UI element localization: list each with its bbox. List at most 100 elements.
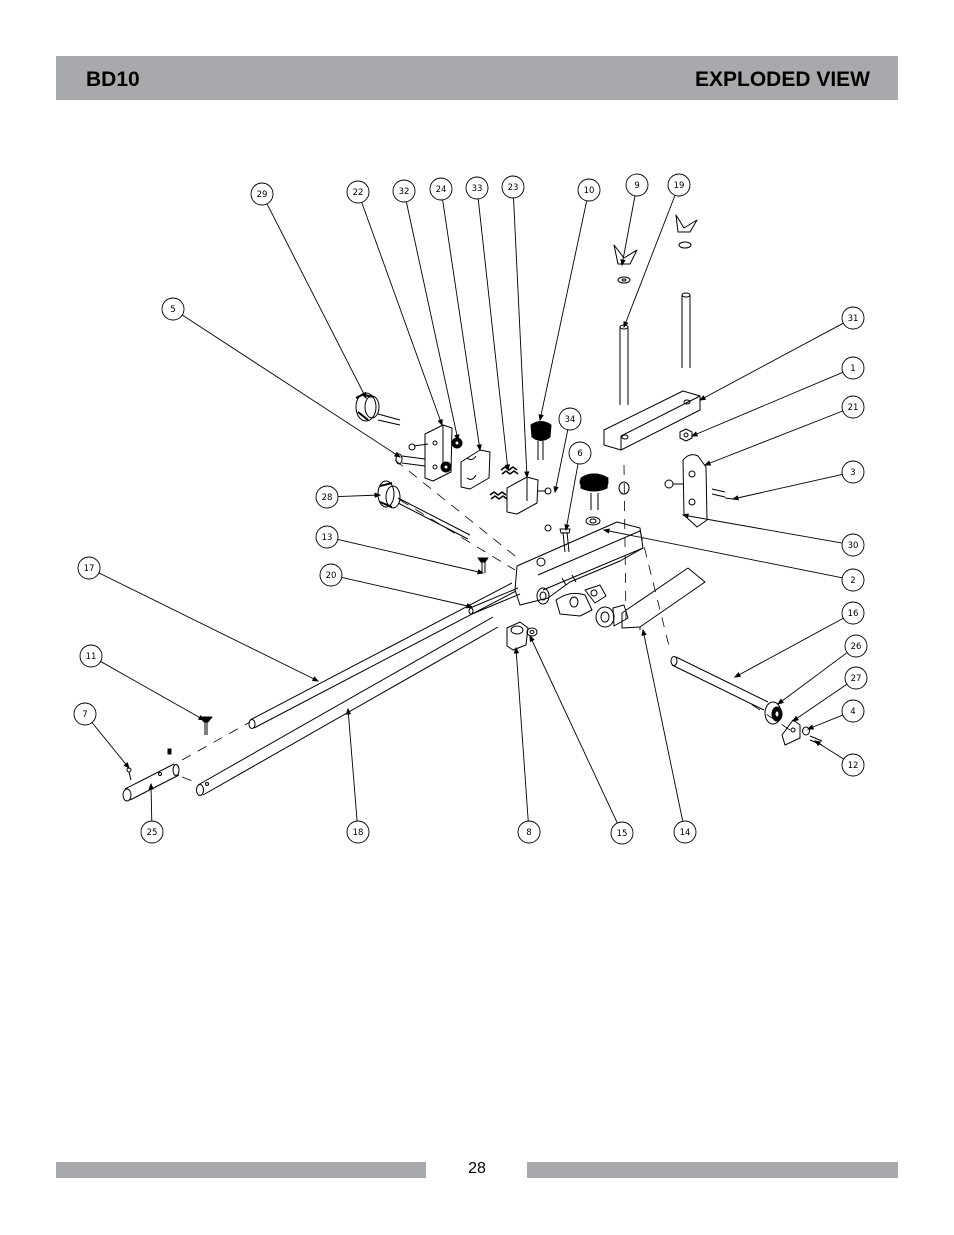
- callout-label-1: 1: [850, 364, 855, 374]
- callout-circle-17: [77, 556, 101, 580]
- callout-label-31: 31: [848, 314, 859, 324]
- leader-arrow-29: [361, 391, 367, 400]
- page-title: EXPLODED VIEW: [694, 68, 870, 91]
- callout-circle-5: [161, 297, 185, 321]
- leader-arrow-12: [813, 740, 822, 747]
- callout-24: 24: [429, 177, 482, 452]
- callout-label-28: 28: [322, 493, 333, 503]
- page-number: 28: [468, 1160, 486, 1177]
- callout-circle-1: [841, 356, 865, 380]
- leader-arrow-1: [690, 431, 699, 437]
- part-knob-29: [355, 392, 401, 426]
- callout-17: 17: [77, 556, 320, 682]
- leader-line-24: [442, 199, 481, 451]
- callout-label-10: 10: [584, 186, 595, 196]
- callout-27: 27: [791, 666, 868, 722]
- part-rod-18: [196, 616, 499, 796]
- callout-11: 11: [79, 644, 206, 721]
- leader-line-3: [732, 473, 843, 500]
- callout-label-16: 16: [848, 609, 859, 619]
- leader-line-23: [513, 197, 528, 478]
- callout-label-25: 25: [147, 828, 158, 838]
- callout-circle-26: [844, 634, 868, 658]
- callout-circle-8: [517, 820, 541, 844]
- part-nut-32: [440, 437, 463, 473]
- callout-2: 2: [602, 528, 865, 592]
- callout-circle-34: [558, 407, 582, 431]
- callout-circle-9: [625, 173, 649, 197]
- leader-line-27: [792, 683, 848, 722]
- callout-3: 3: [731, 460, 865, 501]
- callout-label-20: 20: [326, 571, 337, 581]
- callout-32: 32: [392, 179, 460, 442]
- callout-label-8: 8: [526, 828, 531, 838]
- callout-label-15: 15: [617, 829, 628, 839]
- callout-circle-12: [841, 753, 865, 777]
- callout-16: 16: [733, 601, 865, 678]
- callout-circle-19: [667, 173, 691, 197]
- callout-circle-11: [79, 644, 103, 668]
- callout-label-32: 32: [399, 187, 410, 197]
- callout-label-7: 7: [82, 710, 87, 720]
- part-block-24: [460, 449, 491, 490]
- leader-arrow-30: [681, 513, 689, 519]
- callout-circle-23: [501, 175, 525, 199]
- leader-line-19: [623, 195, 676, 328]
- leader-line-29: [266, 203, 367, 399]
- leader-arrow-5: [393, 451, 402, 458]
- callout-circle-31: [841, 306, 865, 330]
- callout-circle-27: [844, 666, 868, 690]
- leader-line-13: [337, 539, 484, 574]
- callout-circle-15: [610, 821, 634, 845]
- callout-8: 8: [513, 646, 541, 844]
- callout-6: 6: [564, 441, 592, 532]
- callout-label-6: 6: [577, 449, 582, 459]
- leader-line-11: [100, 661, 205, 721]
- leader-arrow-17: [311, 676, 320, 682]
- part-block-23: [506, 476, 552, 532]
- leader-arrow-11: [197, 714, 206, 721]
- leader-line-25: [150, 783, 153, 822]
- callout-label-14: 14: [680, 828, 691, 838]
- leader-arrow-16: [733, 672, 742, 678]
- callout-circle-29: [250, 182, 274, 206]
- leader-arrow-15: [529, 634, 535, 643]
- leader-arrow-31: [698, 395, 707, 401]
- leader-line-34: [554, 429, 569, 493]
- callout-13: 13: [315, 525, 485, 575]
- leader-arrow-22: [437, 418, 443, 427]
- parts-drawing: [122, 214, 823, 802]
- leader-line-28: [337, 494, 381, 498]
- callout-29: 29: [250, 182, 367, 400]
- leader-arrow-34: [553, 486, 559, 494]
- callout-23: 23: [501, 175, 530, 479]
- callout-circle-21: [841, 395, 865, 419]
- part-bracket-8: [506, 621, 538, 651]
- leader-arrow-9: [620, 259, 626, 267]
- part-knob-28: [377, 480, 471, 540]
- leader-arrow-27: [791, 715, 800, 722]
- callout-label-22: 22: [353, 188, 364, 198]
- callout-28: 28: [315, 485, 382, 509]
- leader-line-22: [361, 202, 443, 426]
- leader-line-6: [565, 463, 579, 531]
- leader-arrow-25: [148, 782, 154, 790]
- leader-line-18: [347, 708, 358, 822]
- leader-line-26: [777, 652, 848, 705]
- callout-label-11: 11: [86, 652, 97, 662]
- callout-5: 5: [161, 297, 402, 458]
- callout-label-33: 33: [472, 184, 483, 194]
- callout-14: 14: [641, 628, 697, 844]
- leader-line-33: [477, 198, 509, 471]
- part-rod-20: [468, 587, 521, 615]
- callout-34: 34: [553, 407, 582, 494]
- callout-circle-6: [568, 441, 592, 465]
- callout-label-3: 3: [850, 468, 855, 478]
- callout-label-21: 21: [848, 403, 859, 413]
- leader-arrow-14: [641, 628, 647, 636]
- leader-line-7: [91, 722, 130, 769]
- leader-line-20: [341, 576, 473, 608]
- callout-label-5: 5: [170, 305, 175, 315]
- leader-arrow-24: [476, 444, 482, 452]
- leader-line-4: [807, 714, 843, 730]
